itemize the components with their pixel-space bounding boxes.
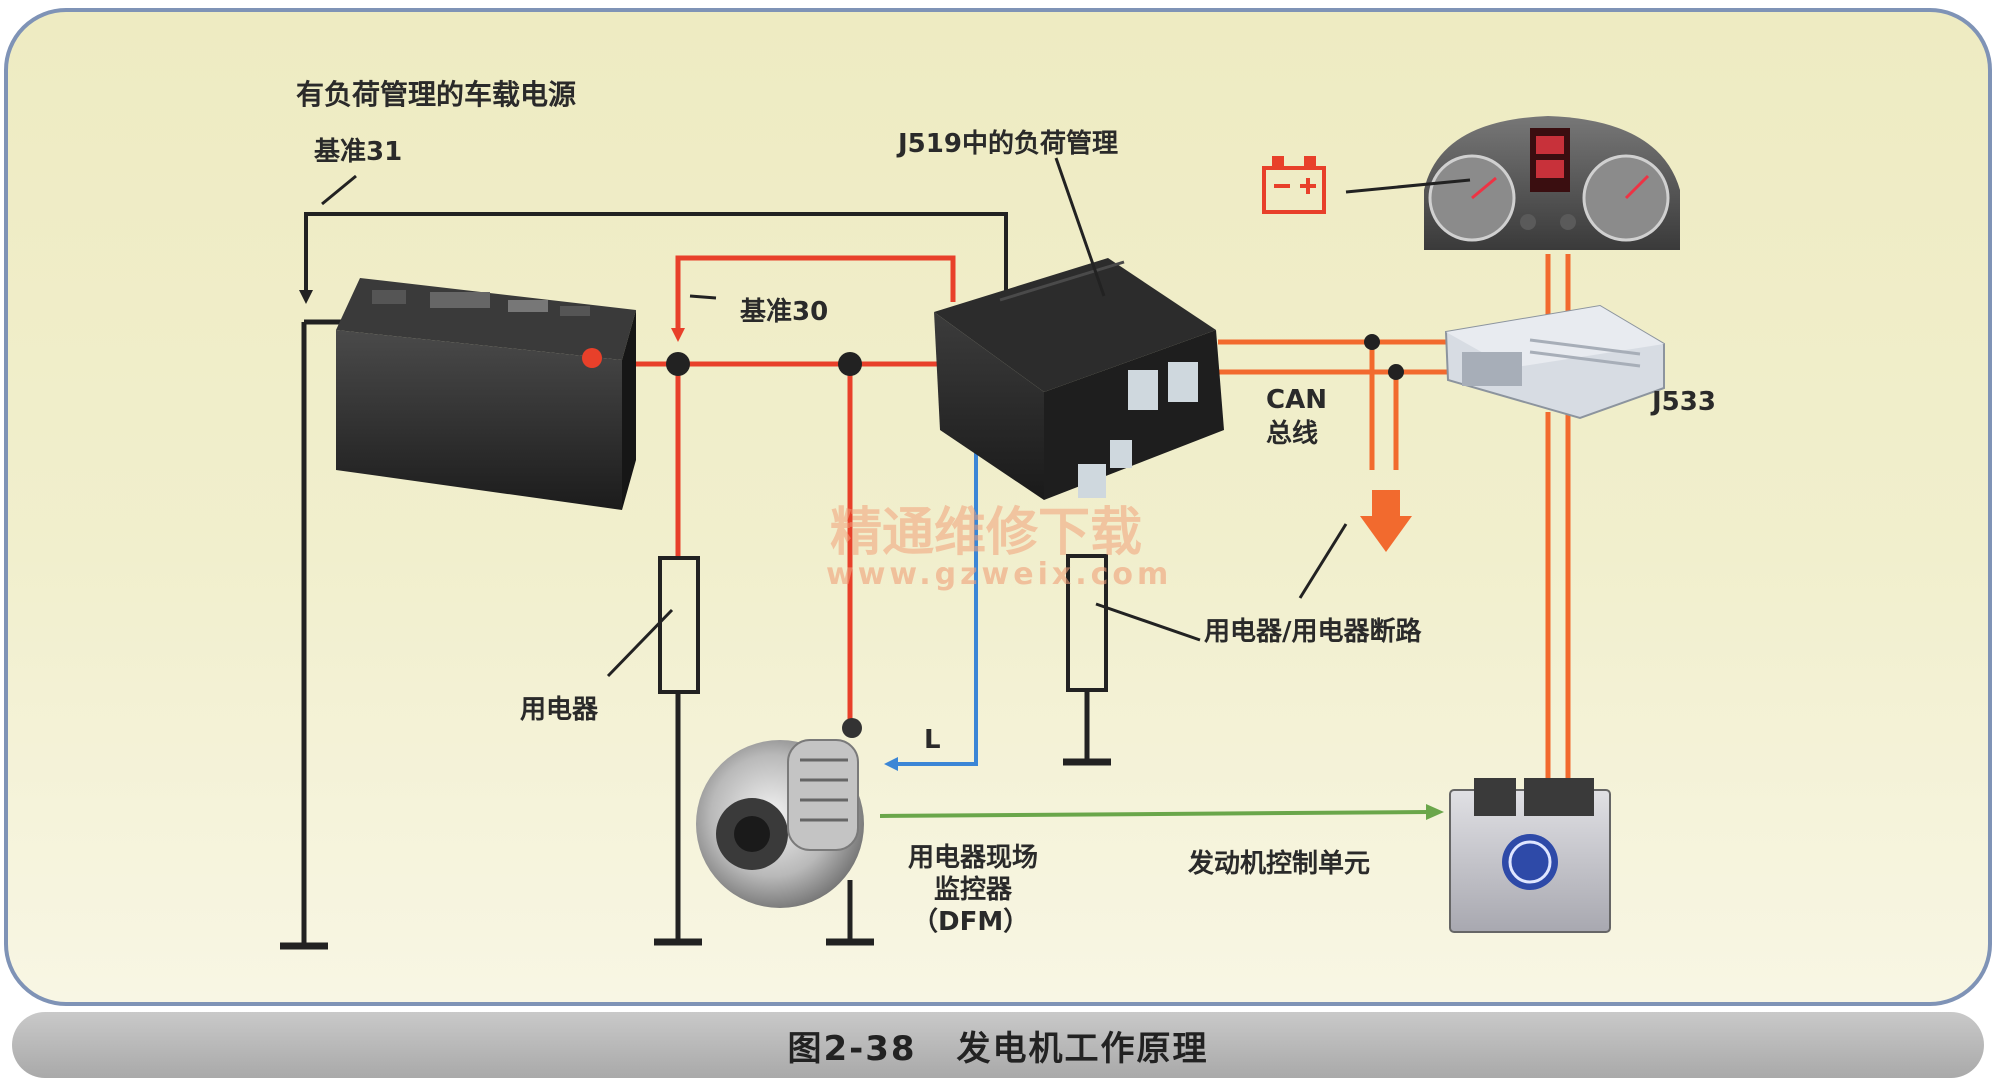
label-plus-ref: 基准30	[740, 297, 828, 327]
diagram-panel	[4, 8, 1992, 1006]
watermark-url: www.gzweix.com	[826, 557, 1172, 592]
figure-caption: 图2-38 发电机工作原理	[787, 1021, 1208, 1070]
down-arrow-icon	[1360, 490, 1412, 552]
figure-number: 图2-38	[787, 1028, 917, 1069]
label-load-mgmt: J519中的负荷管理	[896, 128, 1118, 159]
leader-lines	[321, 157, 1348, 678]
dfm-wire	[879, 804, 1444, 820]
watermark-text: 精通维修下载	[830, 502, 1142, 563]
ground-wire-alternator	[826, 880, 874, 946]
junction-node	[666, 352, 690, 376]
label-ground-ref: 基准31	[314, 137, 402, 167]
j533-gateway-icon	[1444, 304, 1665, 420]
positive-wire	[590, 255, 960, 722]
ground-ref-wire	[280, 212, 1008, 950]
leader-line	[1345, 178, 1471, 194]
ground-wire-consumer-1	[654, 692, 702, 946]
label-ecu: 发动机控制单元	[1187, 848, 1370, 879]
figure-caption-bar: 图2-38 发电机工作原理	[12, 1012, 1984, 1078]
diagram-title: 有负荷管理的车载电源	[296, 78, 576, 111]
can-bus-wires	[1218, 254, 1571, 782]
alternator-icon	[696, 718, 864, 908]
figure-title: 发电机工作原理	[956, 1028, 1209, 1069]
instrument-cluster-icon	[1424, 116, 1680, 250]
can-node	[1388, 364, 1404, 380]
battery-warning-icon	[1262, 156, 1326, 214]
label-signal-l: L	[924, 725, 941, 755]
label-can-bus: 总线	[1266, 419, 1318, 449]
consumer-cutoff-resistor	[1063, 554, 1111, 766]
battery-icon	[336, 278, 636, 510]
label-dfm: （DFM）	[912, 907, 1029, 937]
junction-node	[838, 352, 862, 376]
label-can-bus: CAN	[1266, 385, 1327, 415]
j519-control-unit-icon	[934, 258, 1224, 500]
label-consumer-cutoff: 用电器/用电器断路	[1204, 616, 1422, 647]
label-dfm: 用电器现场	[908, 843, 1038, 873]
can-node	[1364, 334, 1380, 350]
label-dfm: 监控器	[934, 875, 1013, 905]
engine-control-unit-icon	[1449, 778, 1611, 933]
consumer-resistor	[658, 556, 700, 694]
label-consumer: 用电器	[520, 695, 599, 725]
label-gateway: J533	[1650, 387, 1716, 417]
